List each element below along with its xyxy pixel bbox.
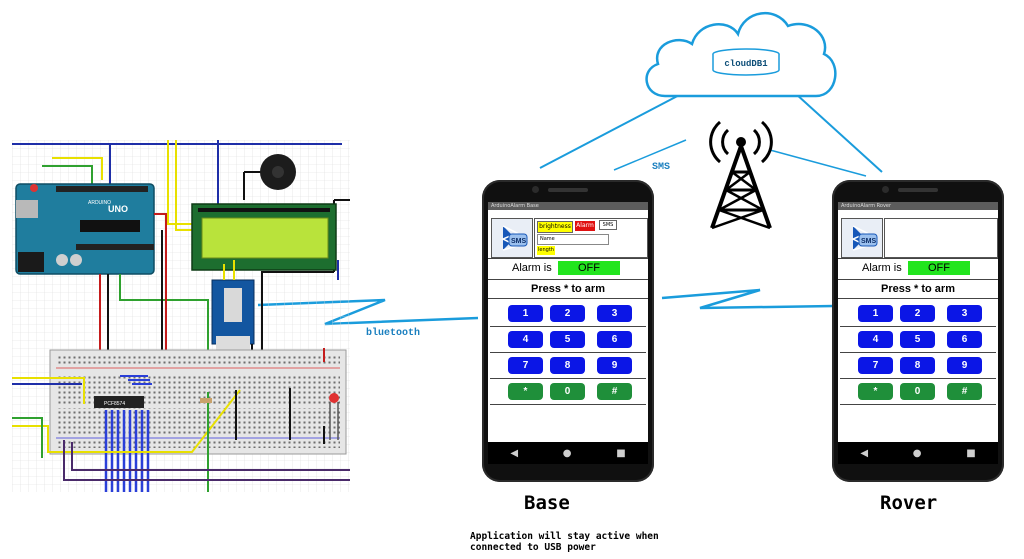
keypad-divider: [840, 378, 996, 379]
tower-to-rover-line: [769, 149, 867, 177]
recents-icon[interactable]: ■: [616, 447, 626, 459]
keypad-divider: [490, 404, 646, 405]
keypad-divider: [490, 352, 646, 353]
arduino-circuit-diagram: UNO ARDUINO PCF8574: [12, 140, 350, 492]
usb-power-note: Application will stay active when connec…: [470, 531, 659, 553]
keypad-key[interactable]: 0: [550, 383, 585, 400]
sms-label: SMS: [652, 162, 671, 173]
keypad-key[interactable]: 6: [947, 331, 982, 348]
back-icon[interactable]: ◀: [510, 447, 519, 459]
keypad-key[interactable]: 1: [858, 305, 893, 322]
rover-alarm-label: Alarm is: [862, 262, 902, 274]
cell-tower-icon: [709, 120, 773, 230]
keypad-key[interactable]: 0: [900, 383, 935, 400]
keypad-key[interactable]: *: [508, 383, 543, 400]
base-nav-bar: ◀ ● ■: [488, 442, 648, 464]
speaker-grille: [898, 188, 938, 192]
bluetooth-sms-logo-icon: SMS: [491, 218, 533, 258]
svg-text:SMS: SMS: [511, 238, 527, 245]
bluetooth-label: bluetooth: [366, 328, 421, 339]
keypad-divider: [840, 352, 996, 353]
base-to-tower-line: [613, 139, 687, 171]
keypad-key[interactable]: 8: [550, 357, 585, 374]
back-icon[interactable]: ◀: [860, 447, 869, 459]
base-alarm-label: Alarm is: [512, 262, 552, 274]
keypad-divider: [490, 378, 646, 379]
base-phone: ArduinoAlarm Base SMS brightness Alarm S…: [482, 180, 654, 482]
base-label: Base: [524, 492, 570, 514]
rover-nav-bar: ◀ ● ■: [838, 442, 998, 464]
home-icon[interactable]: ●: [562, 447, 572, 459]
bluetooth-sms-logo-icon: SMS: [841, 218, 883, 258]
keypad-key[interactable]: 2: [900, 305, 935, 322]
rover-empty-panel: [884, 218, 998, 258]
rover-app-title: ArduinoAlarm Rover: [838, 202, 998, 210]
rover-phone: ArduinoAlarm Rover SMS Alarm is OFF Pres…: [832, 180, 1004, 482]
name-text-field[interactable]: Name: [537, 234, 609, 245]
keypad-key[interactable]: 6: [597, 331, 632, 348]
rover-screen: ArduinoAlarm Rover SMS Alarm is OFF Pres…: [838, 202, 998, 442]
keypad-key[interactable]: 4: [508, 331, 543, 348]
rover-press-text: Press * to arm: [838, 280, 998, 299]
keypad-key[interactable]: 5: [550, 331, 585, 348]
keypad-key[interactable]: 4: [858, 331, 893, 348]
speaker-grille: [548, 188, 588, 192]
keypad-divider: [840, 326, 996, 327]
ic-label: PCF8574: [104, 401, 125, 407]
recents-icon[interactable]: ■: [966, 447, 976, 459]
base-top-section: SMS brightness Alarm SMS Name length: [488, 210, 648, 259]
keypad-divider: [490, 326, 646, 327]
svg-text:SMS: SMS: [861, 238, 877, 245]
board-brand: ARDUINO: [88, 200, 111, 206]
keypad-key[interactable]: 7: [858, 357, 893, 374]
rover-alarm-status: OFF: [908, 261, 970, 275]
keypad-key[interactable]: 2: [550, 305, 585, 322]
keypad-key[interactable]: 1: [508, 305, 543, 322]
keypad-key[interactable]: 7: [508, 357, 543, 374]
camera-icon: [882, 186, 889, 193]
rover-label: Rover: [880, 492, 938, 514]
brightness-label: brightness: [537, 221, 573, 233]
base-screen: ArduinoAlarm Base SMS brightness Alarm S…: [488, 202, 648, 442]
bluetooth-link-right: [661, 288, 835, 310]
usb-note-line-1: Application will stay active when: [470, 531, 659, 542]
usb-note-line-2: connected to USB power: [470, 542, 596, 553]
keypad-key[interactable]: #: [947, 383, 982, 400]
keypad-key[interactable]: 8: [900, 357, 935, 374]
keypad-key[interactable]: 5: [900, 331, 935, 348]
camera-icon: [532, 186, 539, 193]
rover-to-cloud-line: [784, 83, 883, 173]
base-alarm-status: OFF: [558, 261, 620, 275]
rover-alarm-row: Alarm is OFF: [838, 259, 998, 280]
keypad-key[interactable]: #: [597, 383, 632, 400]
database-icon: [712, 48, 780, 76]
keypad-key[interactable]: *: [858, 383, 893, 400]
keypad-key[interactable]: 9: [947, 357, 982, 374]
base-alarm-row: Alarm is OFF: [488, 259, 648, 280]
alarm-button[interactable]: Alarm: [575, 221, 595, 231]
home-icon[interactable]: ●: [912, 447, 922, 459]
keypad-divider: [840, 404, 996, 405]
keypad-key[interactable]: 9: [597, 357, 632, 374]
sms-checkbox[interactable]: SMS: [599, 220, 617, 230]
board-label: UNO: [108, 204, 128, 214]
base-app-title: ArduinoAlarm Base: [488, 202, 648, 210]
rover-top-section: SMS: [838, 210, 998, 259]
keypad-key[interactable]: 3: [597, 305, 632, 322]
base-press-text: Press * to arm: [488, 280, 648, 299]
keypad-key[interactable]: 3: [947, 305, 982, 322]
base-control-panel: brightness Alarm SMS Name length: [534, 218, 648, 258]
length-label: length: [537, 246, 555, 255]
cloud-db-label: cloudDB1: [724, 59, 768, 69]
